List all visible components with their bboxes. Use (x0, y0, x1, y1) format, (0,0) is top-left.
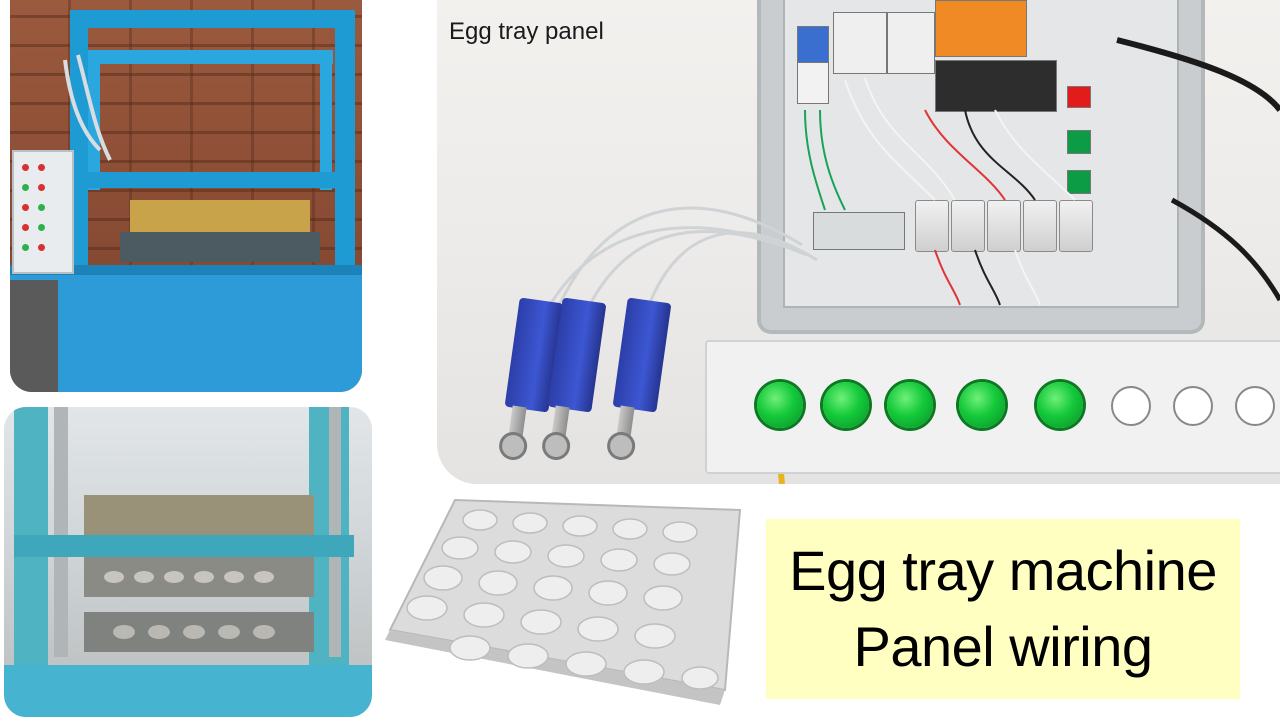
front-indicator-panel (705, 340, 1280, 474)
machine-photo-bottom (4, 407, 372, 717)
green-push-button-2 (1067, 170, 1091, 194)
indicator-lamp-3 (887, 382, 933, 428)
relay-1 (915, 200, 949, 252)
wiring-illustration (804, 77, 1076, 306)
mcb-body (797, 62, 829, 104)
contactor-1 (833, 12, 887, 74)
relay-2 (951, 200, 985, 252)
empty-hole-1 (1111, 386, 1151, 426)
indicator-lamp-4 (959, 382, 1005, 428)
contactor-2 (887, 12, 935, 74)
control-box (12, 150, 74, 274)
panel-backplate (783, 0, 1179, 308)
machine-closeup-illustration (4, 407, 372, 717)
red-push-button (1067, 86, 1091, 108)
machine-frame-illustration (10, 10, 362, 392)
indicator-lamp-1 (757, 382, 803, 428)
indicator-lamp-5 (1037, 382, 1083, 428)
orange-terminal-block (935, 0, 1027, 57)
empty-hole-2 (1173, 386, 1213, 426)
relay-4 (1023, 200, 1057, 252)
title-line-1: Egg tray machine (789, 538, 1217, 602)
panel-caption: Egg tray panel (449, 18, 604, 45)
empty-hole-3 (1235, 386, 1275, 426)
panel-photo: Egg tray panel (437, 0, 1280, 484)
plc-module (935, 60, 1057, 112)
panel-enclosure (757, 0, 1205, 334)
title-block: Egg tray machine Panel wiring (766, 519, 1240, 699)
relay-3 (987, 200, 1021, 252)
title-line-2: Panel wiring (853, 615, 1153, 678)
relay-5 (1059, 200, 1093, 252)
egg-tray-illustration (385, 498, 742, 705)
terminal-strip (813, 212, 905, 250)
machine-photo-top (10, 0, 362, 392)
indicator-lamp-2 (823, 382, 869, 428)
cable-illustration (545, 37, 1280, 484)
green-push-button-1 (1067, 130, 1091, 154)
egg-tray-photo (385, 490, 745, 715)
